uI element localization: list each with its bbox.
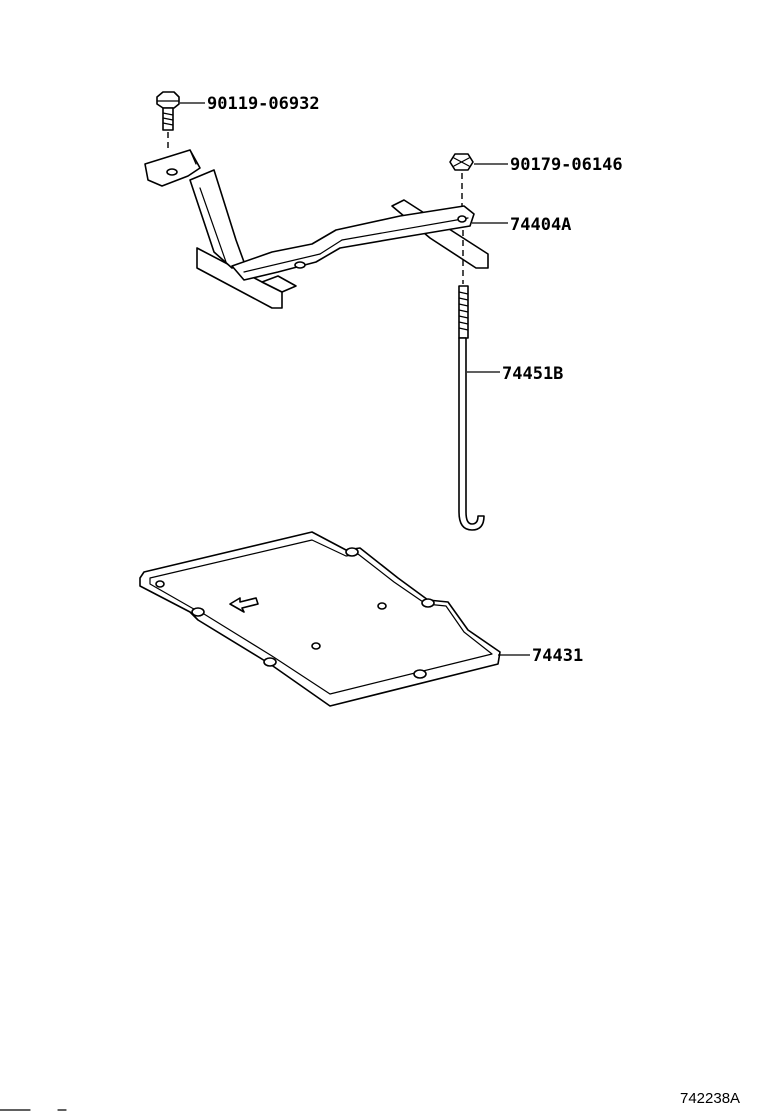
clamp-rod-icon[interactable] (458, 230, 485, 531)
part-number-clamp[interactable]: 74404A (510, 215, 571, 235)
nut-icon[interactable] (449, 153, 474, 212)
battery-clamp-icon[interactable] (144, 149, 489, 309)
arrow-icon (229, 597, 259, 613)
part-number-nut[interactable]: 90179-06146 (510, 155, 623, 175)
part-number-bolt[interactable]: 90119-06932 (207, 94, 320, 114)
part-number-tray[interactable]: 74431 (532, 646, 583, 666)
bolt-icon[interactable] (156, 91, 180, 152)
part-number-rod[interactable]: 74451B (502, 364, 563, 384)
battery-tray-icon[interactable] (139, 531, 501, 707)
figure-id: 742238A (680, 1090, 740, 1107)
